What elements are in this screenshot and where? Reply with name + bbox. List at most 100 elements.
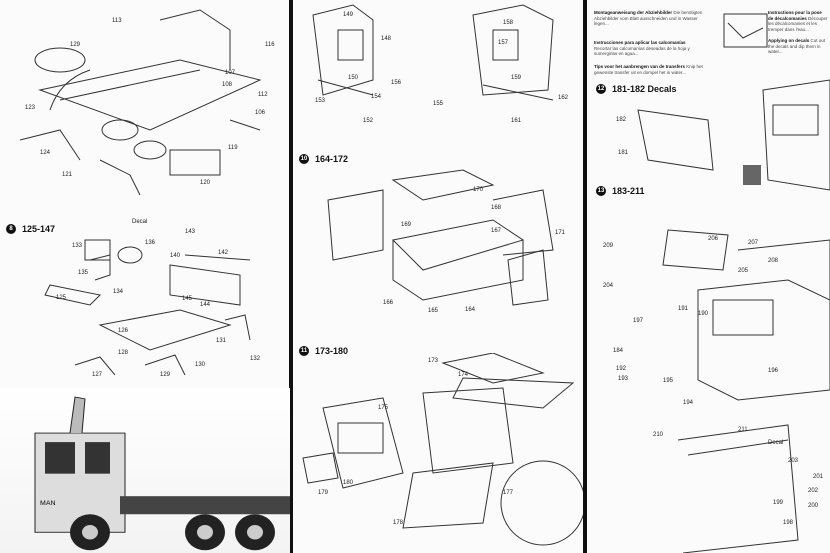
part-label: 199 [773,500,784,506]
part-label: 144 [200,302,211,308]
part-label: 161 [511,118,522,124]
instruction-heading: Applying on decals [768,38,810,43]
part-label: 166 [383,300,394,306]
part-label: 127 [92,372,103,378]
instruction-body: Cut out the decals and dip them in water… [768,38,826,54]
part-label: 130 [195,362,206,368]
part-label: 200 [808,503,819,509]
instruction-fr: Instructions pour la pose de décalcomani… [768,10,828,32]
part-label: 134 [113,289,124,295]
instruction-de: Montageanweisung der Abziehbilder Die be… [594,10,704,27]
part-label: 129 [70,42,81,48]
instruction-body: Recortar las calcomanías deseadas de la … [594,45,690,57]
part-label: 113 [112,18,122,24]
part-label: 171 [555,230,566,236]
part-label: 169 [401,222,412,228]
instruction-en: Applying on decals Cut out the decals an… [768,38,828,55]
cab-front-diagram [302,353,583,546]
part-label: 184 [613,348,624,354]
part-label: 107 [225,70,236,76]
part-label: 207 [748,240,759,246]
part-label: 196 [768,368,779,374]
part-label: 157 [498,40,509,46]
part-label: 150 [348,75,359,81]
part-label: 164 [465,307,476,313]
part-label: 159 [511,75,522,81]
instruction-es: Instrucciones para aplicar las calcomaní… [594,40,704,57]
part-label: 152 [363,118,374,124]
step-10-header: 10 164-172 [299,154,348,164]
page-divider [583,0,587,553]
part-label: 167 [491,228,502,234]
part-label: 153 [315,98,326,104]
part-label: 129 [160,372,171,378]
cab-shell-diagram [327,169,554,306]
part-label: 124 [40,150,51,156]
step-8-header: 8 125-147 [6,224,55,234]
instruction-heading: Instrucciones para aplicar las calcomaní… [594,40,686,45]
part-label: 158 [503,20,514,26]
part-label: Decal [768,440,784,446]
part-label: 170 [473,187,484,193]
part-label: 174 [458,372,469,378]
part-label: 202 [808,488,819,494]
part-label: 178 [393,520,404,526]
grille-badge: MAN [40,500,56,507]
part-label: 198 [783,520,794,526]
part-label: 177 [503,490,514,496]
instruction-body: Découper les décalcomanies et les trempe… [768,15,828,32]
instruction-nl: Tips voor het aanbrengen van de transfer… [594,64,704,75]
part-label: 201 [813,474,824,480]
part-label: 195 [663,378,674,384]
cab-decals-diagram [637,79,830,553]
doors-diagram [312,4,554,101]
part-label: 133 [72,243,83,249]
part-label: 121 [62,172,73,178]
part-label: 165 [428,308,439,314]
step-number: 12 [596,84,606,94]
part-label: 142 [218,250,229,256]
right-panel: Montageanweisung der Abziehbilder Die be… [588,0,830,553]
part-label: 192 [616,366,627,372]
part-label: 203 [788,458,799,464]
part-label: 194 [683,400,694,406]
part-label: Decal [132,219,148,225]
part-label: 197 [633,318,644,324]
part-label: 206 [708,236,719,242]
part-label: 209 [603,243,614,249]
chassis-diagram [19,9,262,196]
step-range: 164-172 [315,154,349,164]
part-label: 148 [381,36,392,42]
page-divider [289,0,293,553]
step-11-header: 11 173-180 [299,346,348,356]
part-label: 112 [258,92,268,98]
decal-application-illustration [723,13,768,48]
part-label: 182 [616,117,627,123]
part-label: 181 [618,150,629,156]
part-label: 168 [491,205,502,211]
part-label: 180 [343,480,354,486]
part-label: 123 [25,105,36,111]
part-label: 131 [216,338,227,344]
cab-interior-diagram [44,239,251,375]
step-range: 183-211 [612,186,645,196]
step-number: 10 [299,154,309,164]
part-label: 154 [371,94,382,100]
part-label: 162 [558,95,569,101]
part-label: 120 [200,180,211,186]
part-label: 145 [182,296,193,302]
step-12-header: 12 181-182 Decals [596,84,677,94]
step-number: 8 [6,224,16,234]
step-range: 125-147 [22,224,56,234]
part-label: 205 [738,268,749,274]
part-label: 116 [265,42,275,48]
instruction-body: Knip het gewenste transfer uit en dompel… [594,64,703,75]
part-label: 175 [378,405,389,411]
assembled-truck-photo: MAN [0,388,290,553]
part-label: 106 [255,110,266,116]
part-label: 135 [78,270,89,276]
part-label: 155 [433,101,444,107]
part-label: 204 [603,283,614,289]
part-label: 143 [185,229,196,235]
part-label: 119 [228,145,238,151]
